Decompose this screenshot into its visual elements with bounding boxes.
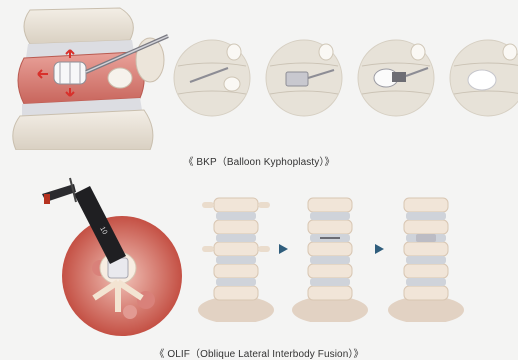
bkp-step-4-illustration: [448, 38, 518, 118]
bkp-step-3-illustration: [356, 38, 436, 118]
bkp-caption: 《 BKP（Balloon Kyphoplasty）》: [0, 153, 518, 168]
bkp-step-1-illustration: [172, 38, 252, 118]
olif-main-illustration: 10: [34, 172, 194, 340]
arrow-right-icon-2: [372, 242, 386, 256]
olif-step-1-illustration: [196, 190, 276, 322]
bkp-step-2-illustration: [264, 38, 344, 118]
bkp-main-illustration: [0, 0, 170, 150]
olif-step-3-illustration: [386, 190, 466, 322]
olif-caption: 《 OLIF（Oblique Lateral Interbody Fusion）…: [0, 345, 518, 360]
olif-step-2-illustration: [290, 190, 370, 322]
arrow-right-icon-1: [276, 242, 290, 256]
